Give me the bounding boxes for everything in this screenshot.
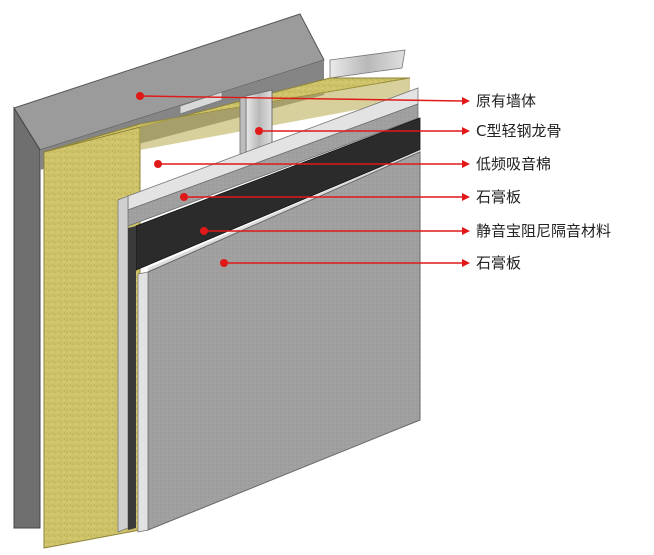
callout-existing-wall: 原有墙体: [136, 92, 536, 110]
label-gypsum-board-rear: 石膏板: [476, 188, 521, 206]
gypsum-board-rear: [117, 87, 419, 533]
label-mineral-wool: 低频吸音棉: [476, 155, 551, 173]
label-gypsum-board-front: 石膏板: [476, 254, 521, 272]
callout-c-stud: C型轻钢龙骨: [255, 122, 561, 140]
callout-gypsum-board-rear: 石膏板: [180, 188, 521, 206]
gypsum-board-front: [137, 150, 421, 533]
callout-mineral-wool: 低频吸音棉: [154, 155, 551, 173]
label-c-stud: C型轻钢龙骨: [476, 122, 561, 140]
label-damping: 静音宝阻尼隔音材料: [476, 222, 611, 240]
mineral-wool: [43, 77, 411, 549]
callout-damping: 静音宝阻尼隔音材料: [200, 222, 611, 240]
callout-gypsum-board-front: 石膏板: [220, 254, 521, 272]
label-existing-wall: 原有墙体: [476, 92, 536, 110]
